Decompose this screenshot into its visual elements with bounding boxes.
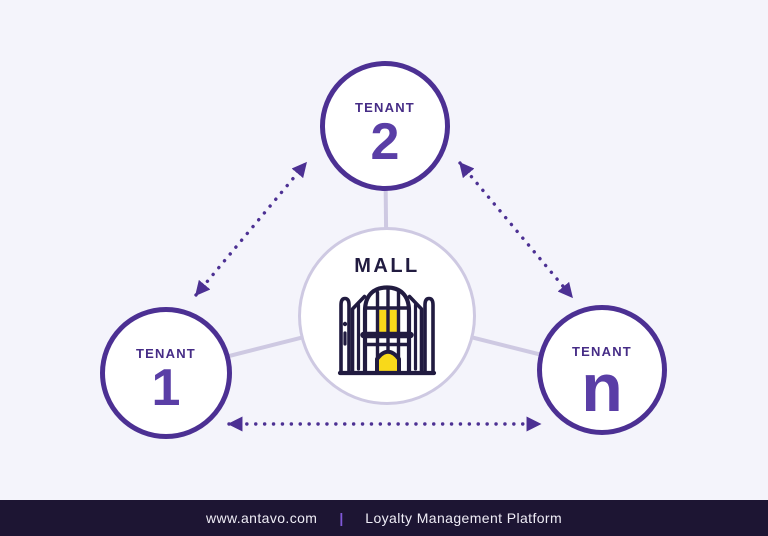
- footer-bar: www.antavo.com | Loyalty Management Plat…: [0, 500, 768, 536]
- tenant-1-value: 1: [151, 359, 181, 417]
- mall-left-panel: [350, 294, 367, 373]
- arrow-tenant-1-tenant-2: [194, 161, 308, 297]
- mall-window-left: [378, 310, 387, 332]
- mall-right-panel: [407, 294, 424, 373]
- tenant-2-label: TENANT: [355, 100, 415, 115]
- mall-left-dot: [342, 321, 348, 327]
- footer-separator: |: [339, 510, 344, 526]
- mall-left-pillar: [339, 296, 351, 373]
- tenant-2-value: 2: [370, 113, 400, 171]
- mall-window-right: [389, 310, 398, 332]
- footer-tagline: Loyalty Management Platform: [365, 510, 563, 526]
- mall-building-icon: [337, 285, 437, 376]
- tenant-2-node: TENANT 2: [320, 61, 450, 191]
- mall-right-pillar: [423, 296, 435, 373]
- mall-door: [375, 349, 401, 373]
- mall-node: MALL: [298, 227, 476, 405]
- tenant-n-node: TENANT n: [537, 305, 667, 435]
- tenant-n-label: TENANT: [572, 344, 632, 359]
- tenant-1-label: TENANT: [136, 346, 196, 361]
- arrow-tenant-2-tenant-n: [458, 161, 574, 299]
- tenant-1-node: TENANT 1: [100, 307, 232, 439]
- website-link[interactable]: www.antavo.com: [205, 510, 318, 526]
- mall-label: MALL: [354, 255, 420, 277]
- diagram-canvas: TENANT 2 TENANT 1 TENANT n MALL: [100, 61, 667, 439]
- tenant-n-value: n: [581, 350, 623, 426]
